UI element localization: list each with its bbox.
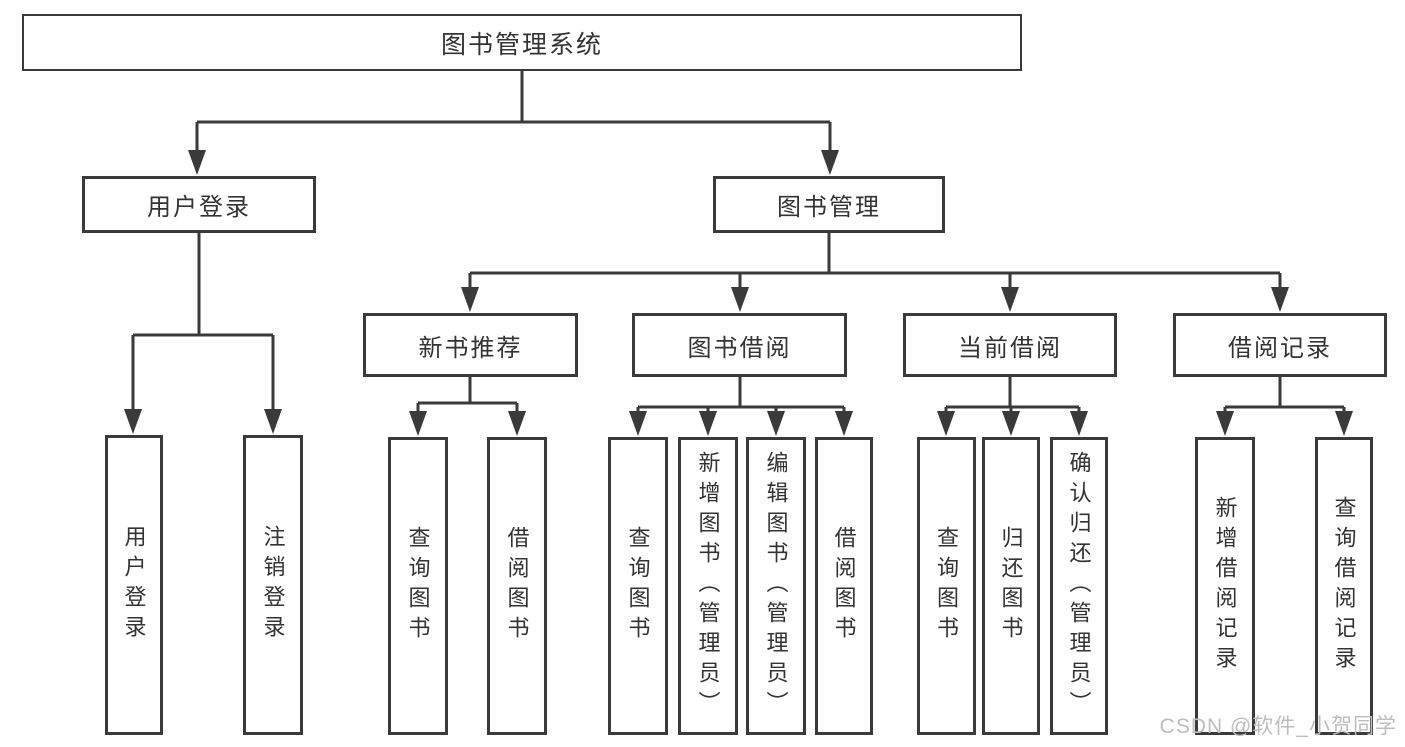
arrowhead [409, 411, 427, 436]
arrowhead [835, 411, 853, 436]
connector-root [188, 71, 839, 175]
arrowhead [1271, 287, 1289, 312]
arrowhead [821, 150, 839, 175]
leaf-add-borrow-record: 新增借阅记录 [1195, 437, 1255, 735]
leaf-user-login: 用户登录 [105, 435, 163, 735]
leaf-query-books-current: 查询图书 [917, 437, 976, 735]
leaf-borrow-books: 借阅图书 [815, 437, 873, 735]
leaf-label: 查询图书 [934, 526, 960, 646]
leaf-query-books-recommend: 查询图书 [388, 437, 448, 735]
connector-borrowing-records [1216, 377, 1353, 436]
leaf-label: 新增借阅记录 [1212, 496, 1238, 676]
leaf-edit-books-admin: 编辑图书（管理员） [746, 437, 806, 735]
arrowhead [731, 287, 749, 312]
leaf-return-books: 归还图书 [982, 437, 1040, 735]
connector-book-management [461, 233, 1289, 312]
node-current-borrowing: 当前借阅 [903, 313, 1117, 377]
leaf-label: 注销登录 [260, 525, 286, 645]
leaf-label: 借阅图书 [831, 526, 857, 646]
leaf-label: 用户登录 [121, 525, 147, 645]
leaf-add-books-admin: 新增图书（管理员） [678, 437, 738, 735]
arrowhead [264, 409, 282, 434]
connector-new-book-recommendation [409, 377, 526, 436]
arrowhead [1216, 411, 1234, 436]
arrowhead [1070, 411, 1088, 436]
node-book-management: 图书管理 [713, 176, 945, 233]
node-book-borrowing: 图书借阅 [632, 313, 847, 377]
arrowhead [937, 411, 955, 436]
leaf-query-books-borrowing: 查询图书 [608, 437, 668, 735]
arrowhead [461, 287, 479, 312]
arrowhead [188, 150, 206, 175]
connector-current-borrowing [937, 377, 1088, 436]
leaf-confirm-return-admin: 确认归还（管理员） [1050, 437, 1108, 735]
watermark: CSDN @软件_小贺同学 [1159, 715, 1397, 738]
arrowhead [1002, 411, 1020, 436]
leaf-borrow-books-recommend: 借阅图书 [487, 437, 547, 735]
leaf-label: 归还图书 [998, 526, 1024, 646]
leaf-label: 新增图书（管理员） [695, 451, 721, 721]
leaf-logout: 注销登录 [243, 435, 303, 735]
arrowhead [1335, 411, 1353, 436]
arrowhead [1001, 287, 1019, 312]
arrowhead [699, 411, 717, 436]
arrowhead [767, 411, 785, 436]
arrowhead [508, 411, 526, 436]
node-borrowing-records: 借阅记录 [1173, 313, 1387, 377]
node-user-login: 用户登录 [82, 176, 316, 233]
node-new-book-recommendation: 新书推荐 [363, 313, 578, 377]
connector-user-login [124, 233, 282, 434]
leaf-query-borrow-record: 查询借阅记录 [1315, 437, 1373, 735]
arrowhead [629, 411, 647, 436]
leaf-label: 查询图书 [405, 526, 431, 646]
leaf-label: 查询图书 [625, 526, 651, 646]
node-root: 图书管理系统 [22, 14, 1022, 71]
leaf-label: 编辑图书（管理员） [763, 451, 789, 721]
connector-book-borrowing [629, 377, 853, 436]
leaf-label: 确认归还（管理员） [1066, 451, 1092, 721]
arrowhead [124, 409, 142, 434]
leaf-label: 借阅图书 [504, 526, 530, 646]
leaf-label: 查询借阅记录 [1331, 496, 1357, 676]
